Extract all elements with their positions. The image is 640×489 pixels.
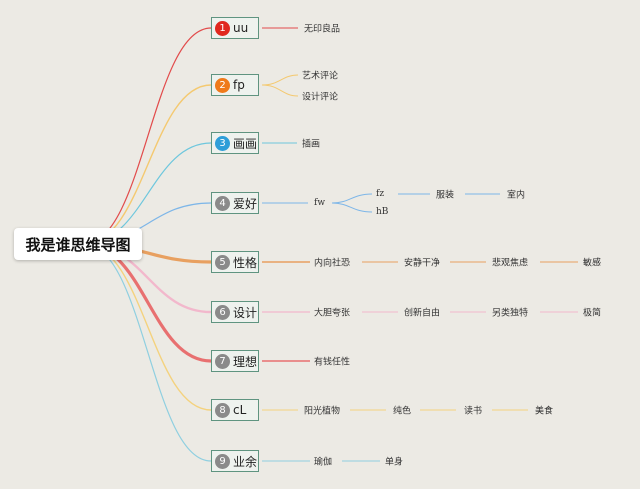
leaf-node[interactable]: 瑜伽 bbox=[314, 457, 333, 468]
branch-label: 画画 bbox=[233, 136, 258, 151]
branch-curve-2 bbox=[83, 84, 212, 245]
leaf-node[interactable]: 纯色 bbox=[393, 406, 412, 417]
branch-label: cL bbox=[233, 403, 247, 417]
leaf-node[interactable]: 读书 bbox=[464, 406, 483, 417]
leaf-node[interactable]: 敏感 bbox=[583, 258, 602, 269]
fork-connector bbox=[261, 74, 299, 86]
leaf-node[interactable]: 极简 bbox=[583, 308, 602, 319]
branch-number-badge: 5 bbox=[215, 254, 230, 270]
branch-number-badge: 9 bbox=[215, 453, 230, 469]
leaf-node[interactable]: fz bbox=[376, 189, 385, 199]
leaf-node[interactable]: 安静干净 bbox=[404, 258, 441, 269]
leaf-node[interactable]: 大胆夸张 bbox=[314, 308, 351, 319]
branch-label: uu bbox=[233, 21, 249, 35]
branch-number-badge: 4 bbox=[215, 195, 230, 211]
leaf-node[interactable]: 插画 bbox=[302, 139, 321, 150]
leaf-node[interactable]: 室内 bbox=[507, 190, 526, 201]
fork-connector bbox=[261, 84, 299, 97]
branch-number-badge: 3 bbox=[215, 135, 230, 151]
leaf-node[interactable]: 内向社恐 bbox=[314, 258, 351, 269]
leaf-node[interactable]: 悲观焦虑 bbox=[492, 258, 529, 269]
leaf-node[interactable]: 无印良品 bbox=[304, 24, 341, 35]
branch-label: 性格 bbox=[233, 255, 258, 270]
fork-connector bbox=[331, 202, 373, 213]
branch-curve-8 bbox=[83, 243, 212, 411]
root-label: 我是谁思维导图 bbox=[25, 235, 131, 254]
leaf-node[interactable]: fw bbox=[314, 198, 326, 208]
leaf-node[interactable]: 单身 bbox=[385, 457, 404, 468]
leaf-node[interactable]: 有钱任性 bbox=[314, 357, 351, 368]
leaf-node[interactable]: 美食 bbox=[535, 406, 554, 417]
branch-number-badge: 2 bbox=[215, 77, 230, 93]
branch-number-badge: 7 bbox=[215, 353, 230, 369]
branch-label: 业余 bbox=[233, 454, 258, 469]
branch-curve-1 bbox=[83, 27, 212, 245]
leaf-node[interactable]: 设计评论 bbox=[302, 92, 339, 103]
branch-label: 理想 bbox=[233, 354, 258, 369]
leaf-node[interactable]: 阳光植物 bbox=[304, 406, 341, 417]
leaf-node[interactable]: 创新自由 bbox=[404, 308, 441, 319]
branch-label: 设计 bbox=[233, 305, 258, 320]
fork-connector bbox=[331, 193, 373, 204]
branch-number-badge: 6 bbox=[215, 304, 230, 320]
leaf-node[interactable]: 另类独特 bbox=[492, 308, 529, 319]
leaf-node[interactable]: 艺术评论 bbox=[302, 71, 339, 82]
root-node[interactable]: 我是谁思维导图 bbox=[14, 228, 142, 260]
leaf-node[interactable]: hB bbox=[376, 207, 389, 217]
branch-label: 爱好 bbox=[233, 196, 258, 211]
branch-number-badge: 1 bbox=[215, 20, 230, 36]
leaf-node[interactable]: 服装 bbox=[436, 190, 455, 201]
branch-number-badge: 8 bbox=[215, 402, 230, 418]
branch-label: fp bbox=[233, 78, 245, 92]
